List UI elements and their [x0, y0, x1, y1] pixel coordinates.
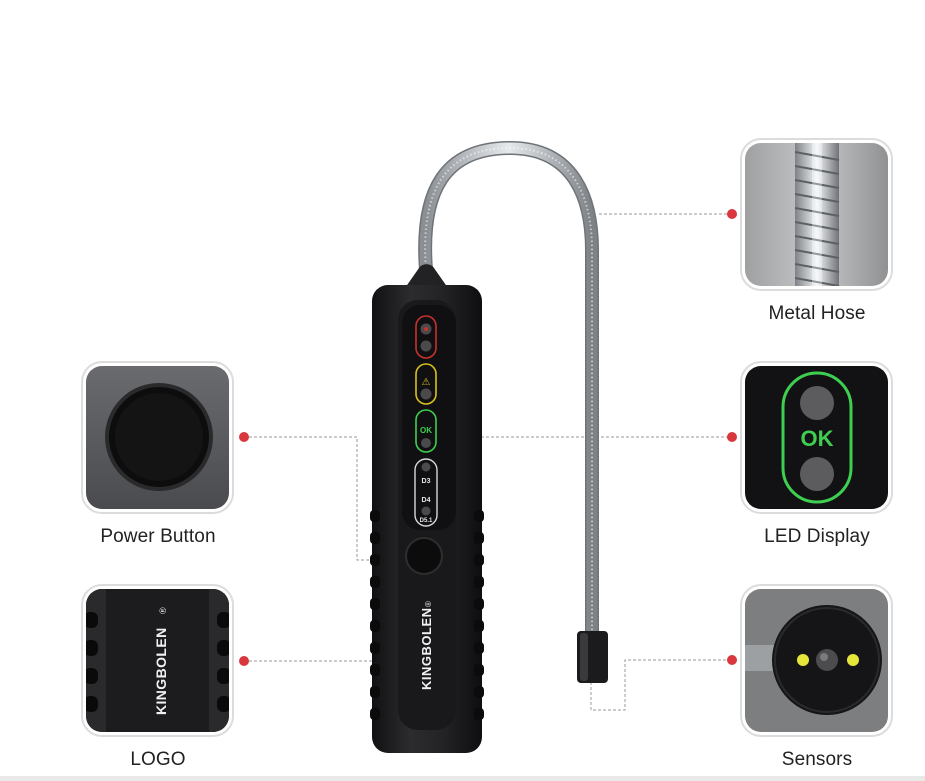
- sensor-connector: [590, 659, 732, 711]
- logo-thumb-brand-text: KINGBOLEN: [153, 627, 169, 715]
- power-button-thumbnail: [81, 361, 234, 514]
- hose-dot: [727, 209, 737, 219]
- ok-led-label: OK: [420, 426, 432, 435]
- d3-led-label: D3: [422, 478, 431, 485]
- logo-thumbnail: KINGBOLEN ®: [81, 584, 234, 737]
- grip-ribs-left: [370, 510, 380, 720]
- led-display-thumbnail: OK: [740, 361, 893, 514]
- device-registered-mark: ®: [424, 601, 433, 607]
- power-dot: [239, 432, 249, 442]
- grip-ribs-right: [474, 510, 484, 720]
- d51-led-label: D5.1: [420, 518, 433, 524]
- led-thumb-ok-label: OK: [801, 426, 834, 451]
- connector-lines: [244, 213, 732, 711]
- connector-dots: [239, 209, 737, 666]
- bottom-divider: [0, 776, 925, 781]
- power-button-label: Power Button: [100, 526, 216, 547]
- logo-thumb-registered-mark: ®: [158, 607, 168, 614]
- device-power-button: [405, 537, 443, 575]
- power-connector: [244, 436, 402, 561]
- sensor-dot: [727, 655, 737, 665]
- logo-label: LOGO: [130, 749, 186, 770]
- sensors-thumbnail: [740, 584, 893, 737]
- metal-hose: [418, 140, 608, 683]
- warning-led-icon: ⚠: [422, 377, 431, 388]
- logo-dot: [239, 656, 249, 666]
- metal-hose-label: Metal Hose: [768, 303, 866, 324]
- led-dot: [727, 432, 737, 442]
- sensors-label: Sensors: [781, 749, 853, 770]
- d4-led-label: D4: [422, 497, 431, 504]
- metal-hose-thumbnail: [740, 138, 893, 291]
- detector-device: ⚠ OK D3 D4 D5.1 KINGBOLEN ®: [370, 264, 484, 753]
- device-brand-text: KINGBOLEN: [419, 608, 434, 691]
- led-display-label: LED Display: [764, 526, 870, 547]
